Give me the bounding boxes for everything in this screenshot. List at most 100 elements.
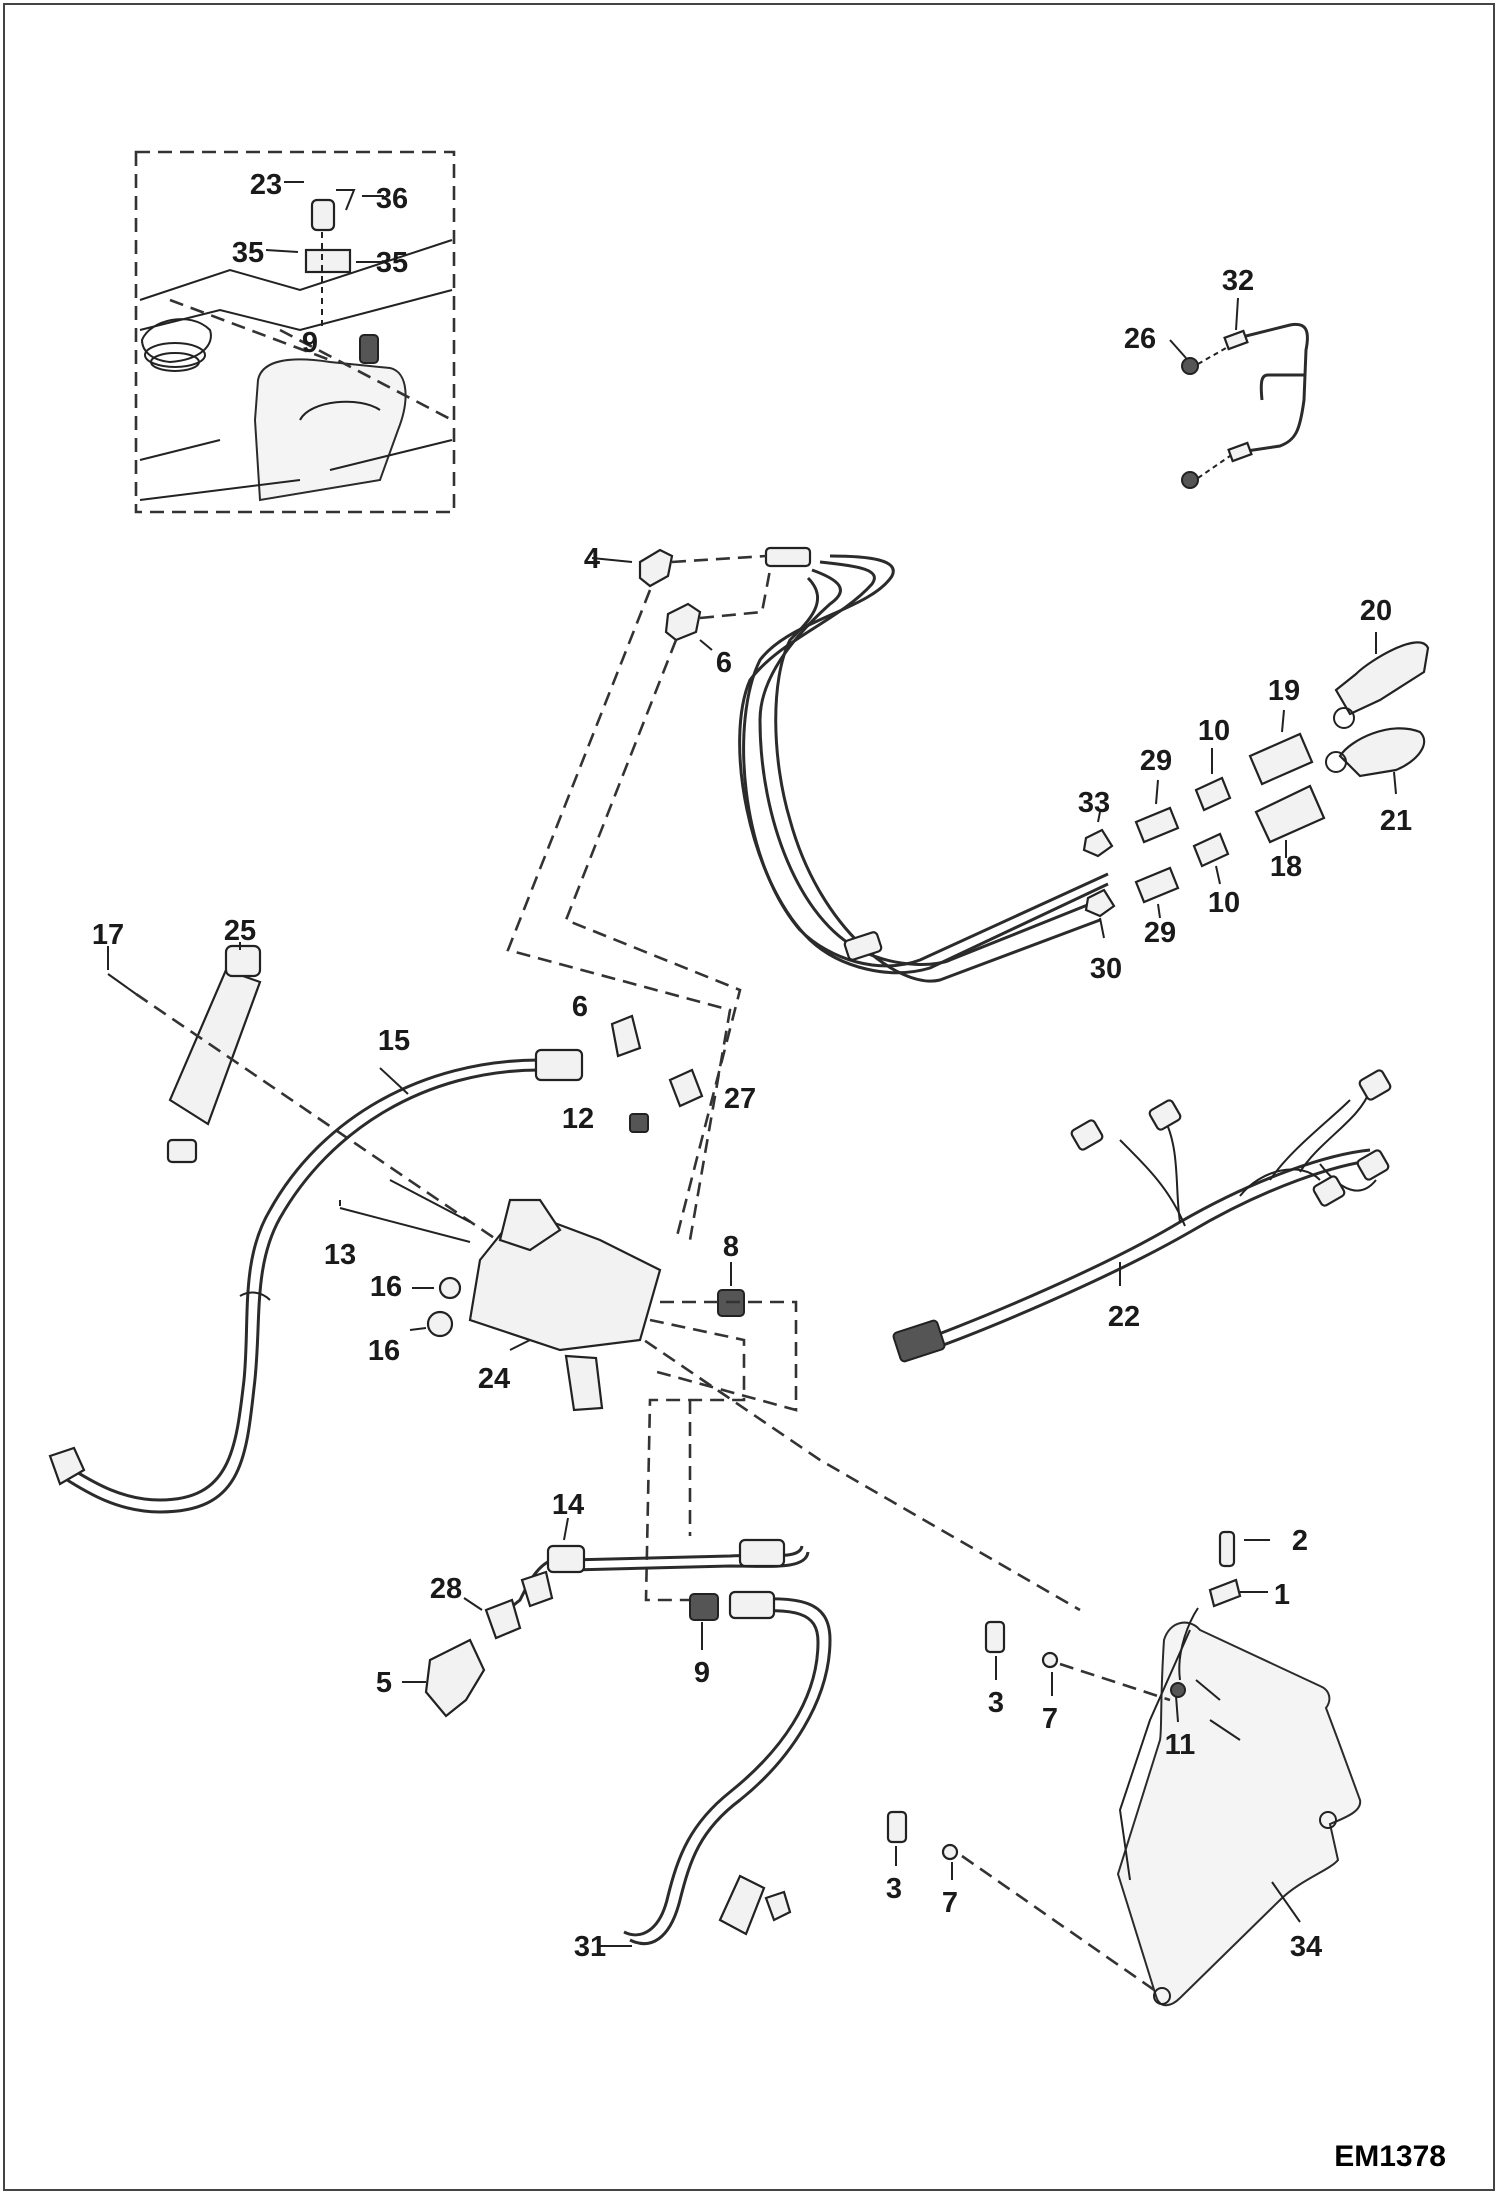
callout-7: 7 xyxy=(942,1887,958,1919)
part-5-tee xyxy=(424,1638,486,1718)
routing-line-right xyxy=(564,639,742,1241)
callout-16: 16 xyxy=(368,1335,400,1367)
callout-11: 11 xyxy=(1165,1729,1196,1761)
part-2-bolt xyxy=(1218,1530,1236,1568)
return-line-assembly xyxy=(1169,297,1309,489)
part-30-nut xyxy=(1084,888,1116,918)
callout-9: 9 xyxy=(302,327,318,359)
callout-26: 26 xyxy=(1124,323,1156,355)
callout-32: 32 xyxy=(1222,265,1254,297)
callout-22: 22 xyxy=(1108,1301,1140,1333)
callout-7: 7 xyxy=(1042,1703,1058,1735)
part-4-elbow xyxy=(638,548,674,588)
callout-6: 6 xyxy=(572,991,588,1023)
callout-29: 29 xyxy=(1140,745,1172,777)
part-9-fitting xyxy=(689,1593,719,1621)
callout-31: 31 xyxy=(574,1931,606,1963)
part-12-orifice xyxy=(629,1113,649,1133)
callout-35: 35 xyxy=(232,237,264,269)
callout-17: 17 xyxy=(92,919,124,951)
part-7-washer-lower xyxy=(941,1843,959,1861)
callout-4: 4 xyxy=(584,543,600,575)
diagram-border xyxy=(3,3,1495,2191)
part-17-bolt xyxy=(107,973,137,995)
part-19-female-coupler xyxy=(1248,732,1314,786)
callout-1: 1 xyxy=(1274,1579,1290,1611)
inset-detail xyxy=(134,150,456,514)
callout-16: 16 xyxy=(370,1271,402,1303)
part-6-elbow xyxy=(664,602,702,642)
part-28-adapter xyxy=(484,1598,522,1640)
routing-line-left xyxy=(506,589,732,1241)
callout-20: 20 xyxy=(1360,595,1392,627)
part-10-fitting-upper xyxy=(1194,776,1232,812)
part-11-nut xyxy=(1170,1682,1186,1698)
part-29-adapter-lower xyxy=(1134,866,1180,904)
callout-25: 25 xyxy=(224,915,256,947)
part-22-wiring-harness xyxy=(892,1069,1392,1363)
part-31-hose xyxy=(629,1597,832,1946)
drawing-code: EM1378 xyxy=(1334,2140,1446,2173)
callout-8: 8 xyxy=(723,1231,739,1263)
quick-coupler-assembly xyxy=(1082,632,1430,939)
part-15-hose xyxy=(69,1058,541,1502)
callout-13: 13 xyxy=(324,1239,356,1271)
hose-end-fitting xyxy=(764,546,812,568)
callout-34: 34 xyxy=(1290,1931,1322,1963)
part-23-cap xyxy=(310,198,336,232)
valve-outlet xyxy=(564,1354,604,1412)
callout-15: 15 xyxy=(378,1025,410,1057)
callout-14: 14 xyxy=(552,1489,584,1521)
callout-29: 29 xyxy=(1144,917,1176,949)
part-26-cap-lower xyxy=(1181,471,1199,489)
part-34-shield xyxy=(886,1530,1362,2007)
callout-10: 10 xyxy=(1208,887,1240,919)
callout-35: 35 xyxy=(376,247,408,279)
part-18-male-coupler xyxy=(1254,784,1326,844)
part-13-bolts xyxy=(339,1207,471,1243)
part-9-fitting-inset xyxy=(359,334,379,364)
callout-2: 2 xyxy=(1292,1525,1308,1557)
lower-hose-assembly xyxy=(402,1517,832,1947)
part-10-fitting-lower xyxy=(1192,832,1230,868)
callout-5: 5 xyxy=(376,1667,392,1699)
part-3-bolt-lower xyxy=(886,1810,908,1844)
part-16-washer-upper xyxy=(438,1276,462,1300)
callout-6: 6 xyxy=(716,647,732,679)
part-29-adapter-upper xyxy=(1134,806,1180,844)
part-36-clip xyxy=(336,189,356,211)
part-20-dust-cap xyxy=(1334,641,1430,716)
callout-12: 12 xyxy=(562,1103,594,1135)
callout-33: 33 xyxy=(1078,787,1110,819)
inset-dashed-box xyxy=(134,150,456,514)
part-26-cap xyxy=(1181,357,1199,375)
part-21-dust-plug xyxy=(1338,727,1426,778)
part-24-valve-body xyxy=(468,1208,662,1352)
valve-assembly xyxy=(48,942,1081,1612)
valve-cartridge xyxy=(498,1198,562,1252)
callout-36: 36 xyxy=(376,183,408,215)
callout-3: 3 xyxy=(988,1687,1004,1719)
part-7-washer-upper xyxy=(1041,1651,1059,1669)
callout-28: 28 xyxy=(430,1573,462,1605)
part-35-bracket xyxy=(304,248,352,274)
callout-19: 19 xyxy=(1268,675,1300,707)
part-1-spacer xyxy=(1208,1578,1242,1608)
callout-21: 21 xyxy=(1380,805,1412,837)
part-3-bolt-upper xyxy=(984,1620,1006,1654)
callout-3: 3 xyxy=(886,1873,902,1905)
part-27-fitting xyxy=(668,1068,704,1108)
auxiliary-hose-bundle xyxy=(591,546,1109,983)
callout-23: 23 xyxy=(250,169,282,201)
callout-24: 24 xyxy=(478,1363,510,1395)
callout-9: 9 xyxy=(694,1657,710,1689)
callout-30: 30 xyxy=(1090,953,1122,985)
tank-filler-neck xyxy=(253,358,407,502)
part-16-washer-lower xyxy=(426,1310,454,1338)
part-6-elbow-valve xyxy=(610,1014,642,1058)
callout-27: 27 xyxy=(724,1083,756,1115)
callout-10: 10 xyxy=(1198,715,1230,747)
